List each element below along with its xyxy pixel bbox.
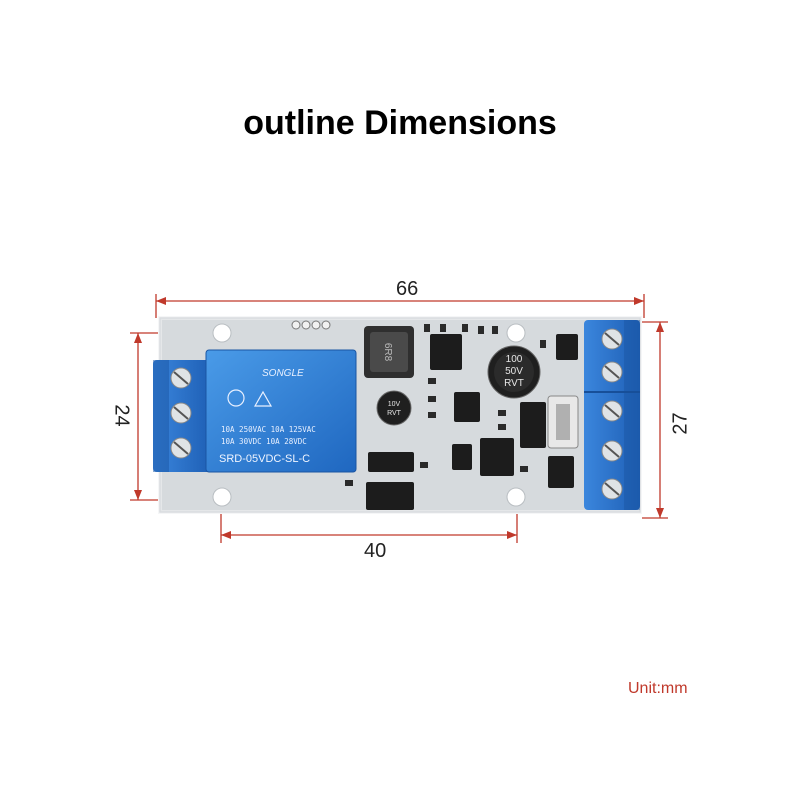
relay: SONGLE 10A 250VAC 10A 125VAC 10A 30VDC 1… bbox=[205, 349, 357, 473]
dimension-line-hole-spacing bbox=[220, 514, 518, 543]
cqc-icon bbox=[227, 389, 245, 407]
screw-icon bbox=[601, 328, 623, 350]
screw-icon bbox=[601, 478, 623, 500]
dimension-line-length bbox=[155, 294, 645, 318]
mount-hole-bottom-right bbox=[506, 487, 526, 507]
cap-large-voltage: 50V bbox=[505, 366, 523, 377]
relay-rating-2: 10A 30VDC 10A 28VDC bbox=[221, 437, 307, 446]
relay-brand: SONGLE bbox=[262, 368, 304, 379]
left-terminal-block bbox=[153, 360, 211, 472]
screw-icon bbox=[170, 437, 192, 459]
relay-model: SRD-05VDC-SL-C bbox=[219, 453, 310, 465]
dimension-label-length: 66 bbox=[396, 278, 419, 300]
screw-icon bbox=[601, 361, 623, 383]
dimension-label-hole-spacing: 40 bbox=[364, 540, 387, 562]
screw-icon bbox=[601, 440, 623, 462]
pad-row bbox=[291, 320, 331, 330]
screw-icon bbox=[170, 367, 192, 389]
dimension-label-pcb-height: 24 bbox=[110, 404, 133, 427]
inductor-label: 6R8 bbox=[382, 343, 393, 362]
cap-large-value: 100 bbox=[506, 354, 523, 365]
dimension-label-terminal-height: 27 bbox=[669, 412, 692, 435]
mount-hole-top-right bbox=[506, 323, 526, 343]
cap-small-brand: RVT bbox=[387, 410, 402, 417]
unit-label: Unit:mm bbox=[628, 680, 688, 698]
relay-rating-1: 10A 250VAC 10A 125VAC bbox=[221, 425, 316, 434]
dimension-line-terminal-height bbox=[642, 321, 668, 519]
screw-icon bbox=[170, 402, 192, 424]
mount-hole-top-left bbox=[212, 323, 232, 343]
mount-hole-bottom-left bbox=[212, 487, 232, 507]
cap-small-voltage: 10V bbox=[388, 401, 401, 408]
unit-text: Unit:mm bbox=[628, 680, 688, 697]
right-terminal-block bbox=[584, 320, 640, 510]
warning-icon bbox=[253, 390, 273, 407]
screw-icon bbox=[601, 400, 623, 422]
page-title: outline Dimensions bbox=[243, 104, 557, 142]
components: 6R8 100 50V RVT 10V RVT bbox=[345, 324, 579, 510]
dimension-line-pcb-height bbox=[130, 332, 158, 501]
cap-large-brand: RVT bbox=[504, 378, 524, 389]
